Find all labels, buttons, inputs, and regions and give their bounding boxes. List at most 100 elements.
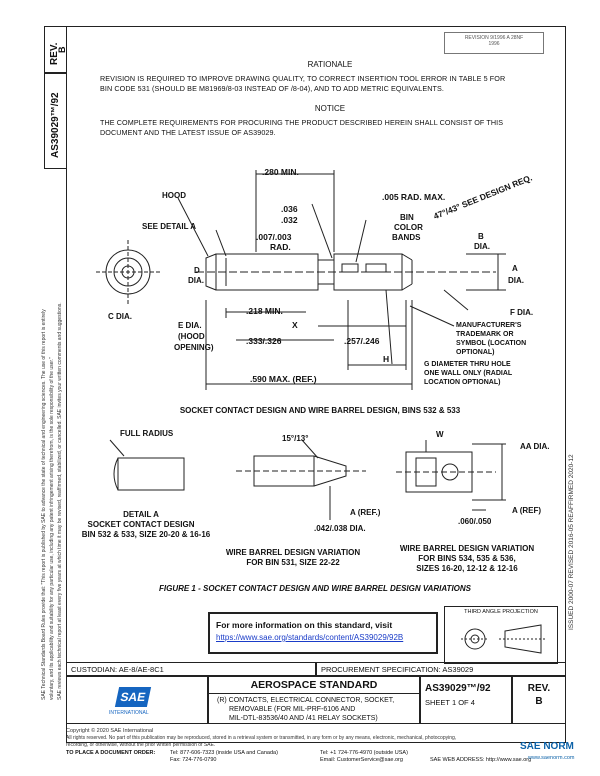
third-angle-label: THIRD ANGLE PROJECTION [464, 609, 538, 615]
var2-cap-3: SIZES 16-20, 12-12 & 12-16 [416, 564, 518, 573]
watermark-brand: SAE NORM [520, 741, 574, 752]
var1-a-ref: A (REF.) [350, 508, 381, 517]
technical-drawing [96, 170, 506, 520]
var2-cap-1: WIRE BARREL DESIGN VARIATION [399, 544, 535, 553]
dim-333: .333/.326 [246, 336, 282, 346]
detail-sub-2: BIN 532 & 533, SIZE 20-20 & 16-16 [81, 530, 211, 539]
footer-rights-1: All rights reserved. No part of this pub… [66, 735, 457, 741]
notice-heading: NOTICE [314, 104, 346, 113]
revision-stamp-text: REVISION 9/1996 A 28NF [464, 35, 524, 41]
dim-007: .007/.003 [256, 232, 292, 242]
rev-label: REV. [527, 683, 551, 694]
footer-fax: Fax: 724-776-0790 [170, 757, 217, 763]
label-b: B [478, 232, 484, 241]
detail-full-radius: FULL RADIUS [120, 429, 174, 438]
footer-copyright: Copyright © 2020 SAE International [66, 728, 154, 734]
doc-number-cell: AS39029™/92 SHEET 1 OF 4 [420, 676, 512, 724]
label-bands: BANDS [392, 233, 421, 242]
var1-angle: 15°/13° [282, 434, 309, 443]
rev-cell: REV. B [512, 676, 566, 724]
dim-032: .032 [281, 215, 298, 225]
detail-title: DETAIL A [123, 510, 159, 519]
label-hood-opening-2: OPENING) [174, 343, 214, 352]
side-doc-number: AS39029™/92 [50, 92, 61, 158]
notice-text-2: DOCUMENT AND THE LATEST ISSUE OF AS39029… [100, 128, 276, 137]
footer-web[interactable]: SAE WEB ADDRESS: http://www.sae.org [430, 757, 532, 763]
rationale-text-1: REVISION IS REQUIRED TO IMPROVE DRAWING … [100, 74, 506, 83]
caption-main: SOCKET CONTACT DESIGN AND WIRE BARREL DE… [179, 406, 461, 415]
info-box-text: For more information on this standard, v… [216, 620, 393, 630]
side-doc-box: AS39029™/92 [44, 73, 66, 169]
side-rev-box: REV. B [44, 26, 67, 73]
label-e-dia: E DIA. [178, 321, 202, 330]
doc-number: AS39029™/92 [425, 683, 491, 694]
custodian-cell: CUSTODIAN: AE-8/AE-8C1 [66, 662, 316, 676]
dim-218-min: .218 MIN. [246, 306, 283, 316]
label-a: A [512, 264, 518, 273]
var2-a-ref: A (REF) [512, 506, 542, 515]
sheet-number: SHEET 1 OF 4 [425, 698, 475, 707]
info-box-link[interactable]: https://www.sae.org/standards/content/AS… [216, 633, 404, 642]
label-hood-opening-1: (HOOD [178, 332, 205, 341]
rationale-heading: RATIONALE [307, 60, 353, 69]
label-g-1: G DIAMETER THRU HOLE [424, 361, 511, 368]
info-box: For more information on this standard, v… [208, 612, 438, 654]
dim-005-rad: .005 RAD. MAX. [382, 192, 446, 202]
third-angle-box: THIRD ANGLE PROJECTION [444, 606, 558, 664]
var1-d042: .042/.038 DIA. [314, 524, 366, 533]
revision-stamp: REVISION 9/1996 A 28NF 1996 [444, 32, 544, 54]
desc-3: MIL-DTL-83536/40 AND /41 RELAY SOCKETS) [229, 715, 378, 722]
sae-logo: SAE [114, 687, 152, 707]
title-cell: AEROSPACE STANDARD (R) CONTACTS, ELECTRI… [208, 676, 420, 724]
custodian: CUSTODIAN: AE-8/AE-8C1 [71, 665, 164, 674]
dim-h: H [383, 354, 390, 364]
drawing-frame [66, 26, 566, 743]
var2-cap-2: FOR BINS 534, 535 & 536, [418, 554, 516, 563]
rev-value: B [535, 696, 543, 707]
detail-sub-1: SOCKET CONTACT DESIGN [87, 520, 195, 529]
dim-590-max: .590 MAX. (REF.) [250, 374, 317, 384]
procurement: PROCUREMENT SPECIFICATION: AS39029 [321, 665, 474, 674]
label-mfr-3: SYMBOL (LOCATION [456, 340, 527, 347]
watermark-site: www.saenorm.com [528, 755, 575, 761]
var2-w: W [436, 430, 444, 439]
legal-line-3: SAE reviews each technical report at lea… [57, 302, 63, 700]
rationale-text-2: BIN CODE 531 (SHOULD BE M81969/8-03 INST… [100, 84, 445, 93]
footer-tel-2: Tel: +1 724-776-4970 (outside USA) [320, 750, 408, 756]
third-angle-symbol [461, 624, 547, 654]
label-b-dia: DIA. [474, 242, 490, 251]
footer-email: Email: CustomerService@sae.org [320, 757, 403, 763]
footer-rights-2: recording, or otherwise, without the pri… [66, 742, 216, 748]
var2-d060: .060/.050 [458, 517, 492, 526]
var1-cap-1: WIRE BARREL DESIGN VARIATION [225, 548, 361, 557]
dim-280-min: .280 MIN. [262, 167, 299, 177]
desc-2: REMOVABLE (FOR MIL-PRF-6106 AND [229, 706, 356, 713]
figure-caption: FIGURE 1 - SOCKET CONTACT DESIGN AND WIR… [158, 584, 471, 593]
dim-rad: RAD. [270, 242, 291, 252]
label-bin: BIN [400, 213, 414, 222]
label-c-dia: C DIA. [108, 312, 132, 321]
sae-logo-cell: SAE INTERNATIONAL [66, 676, 208, 724]
procurement-cell: PROCUREMENT SPECIFICATION: AS39029 [316, 662, 566, 676]
label-d: D [194, 266, 200, 275]
desc-1: (R) CONTACTS, ELECTRICAL CONNECTOR, SOCK… [217, 697, 395, 704]
label-hood: HOOD [162, 191, 186, 200]
dim-x: X [292, 320, 298, 330]
var1-cap-2: FOR BIN 531, SIZE 22-22 [246, 558, 340, 567]
label-see-detail: SEE DETAIL A [142, 222, 197, 231]
dim-257: .257/.246 [344, 336, 380, 346]
label-g-3: LOCATION OPTIONAL) [424, 379, 501, 386]
label-mfr-2: TRADEMARK OR [456, 331, 514, 338]
var2-aa-dia: AA DIA. [520, 442, 550, 451]
label-d-dia: DIA. [188, 276, 204, 285]
label-mfr-1: MANUFACTURER'S [456, 322, 522, 329]
footer-order: TO PLACE A DOCUMENT ORDER: [66, 750, 156, 756]
label-f-dia: F DIA. [510, 308, 534, 317]
label-color: COLOR [394, 223, 423, 232]
dim-036: .036 [281, 204, 298, 214]
footer-tel: Tel: 877-606-7323 (inside USA and Canada… [170, 750, 278, 756]
revision-stamp-date: 1996 [488, 41, 500, 47]
notice-text-1: THE COMPLETE REQUIREMENTS FOR PROCURING … [100, 118, 504, 127]
sae-logo-sub: INTERNATIONAL [109, 710, 149, 716]
detail-a-body [117, 457, 185, 491]
